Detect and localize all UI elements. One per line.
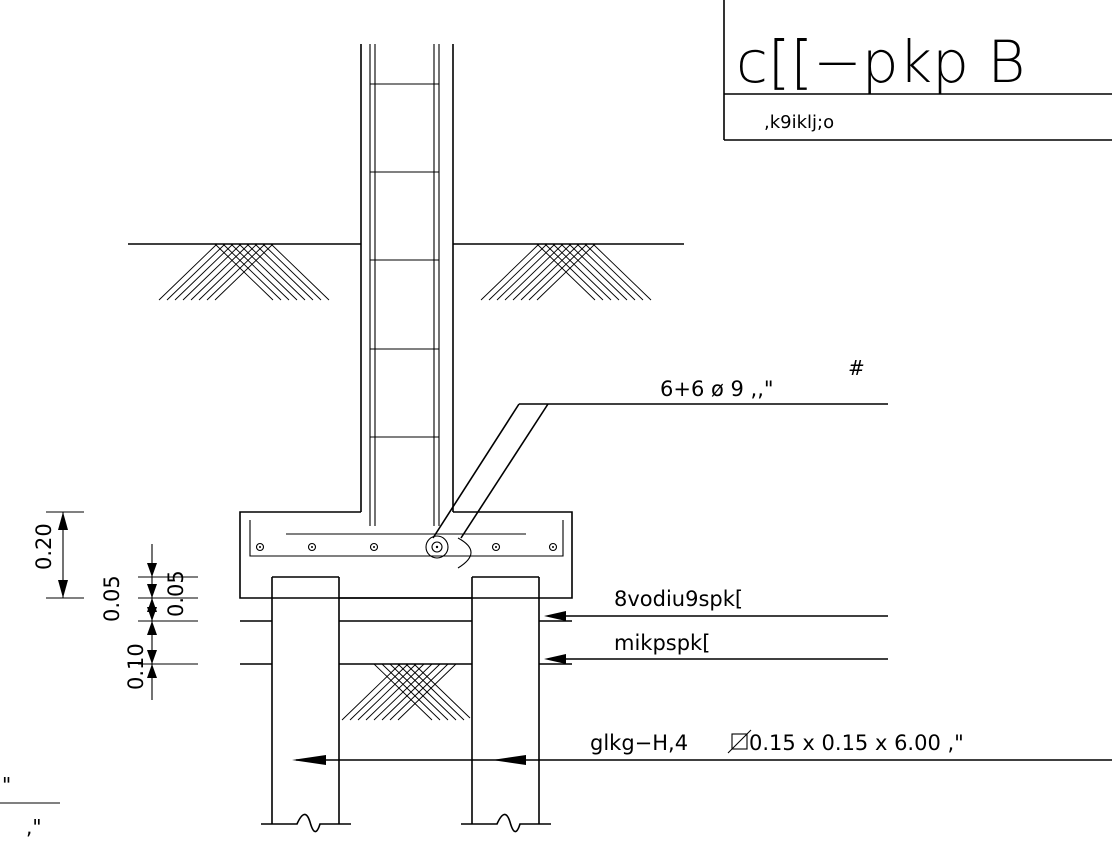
piles [261, 576, 551, 833]
footing [239, 511, 573, 599]
pile-size-text: 0.15 x 0.15 x 6.00 ," [749, 731, 964, 755]
layer-1-label: 8vodiu9spk[ [614, 587, 743, 611]
pile-leader [292, 729, 1112, 765]
footing-rebar-dots [255, 535, 558, 569]
dim-0-05-b: 0.05 [164, 570, 188, 617]
column-stirrups [370, 83, 439, 438]
corner-note-1: " [2, 773, 11, 797]
corner-note-2: ," [26, 815, 42, 839]
layer-2-label: mikpspk[ [614, 631, 710, 655]
title-text: c[[−pkp B [736, 28, 1025, 96]
layer-leaders [544, 611, 888, 664]
dimension-chain [46, 511, 198, 700]
title-block: c[[−pkp B ,k9iklj;o [723, 0, 1112, 141]
sub-base-layers [240, 597, 572, 665]
rebar-mark-text: # [848, 356, 865, 380]
subtitle-text: ,k9iklj;o [764, 112, 834, 133]
soil-hatch-center [341, 663, 471, 721]
pile-callout-text: glkg−H,4 [590, 731, 688, 755]
dim-0-20: 0.20 [32, 523, 56, 570]
dim-0-10: 0.10 [124, 643, 148, 690]
column [360, 44, 454, 526]
rebar-callout-text: 6+6 ø 9 ,," [660, 377, 774, 401]
dim-0-05-a: 0.05 [100, 575, 124, 622]
rebar-leader [432, 403, 888, 539]
soil-hatch-left [158, 243, 330, 301]
soil-hatch-right [480, 243, 652, 301]
